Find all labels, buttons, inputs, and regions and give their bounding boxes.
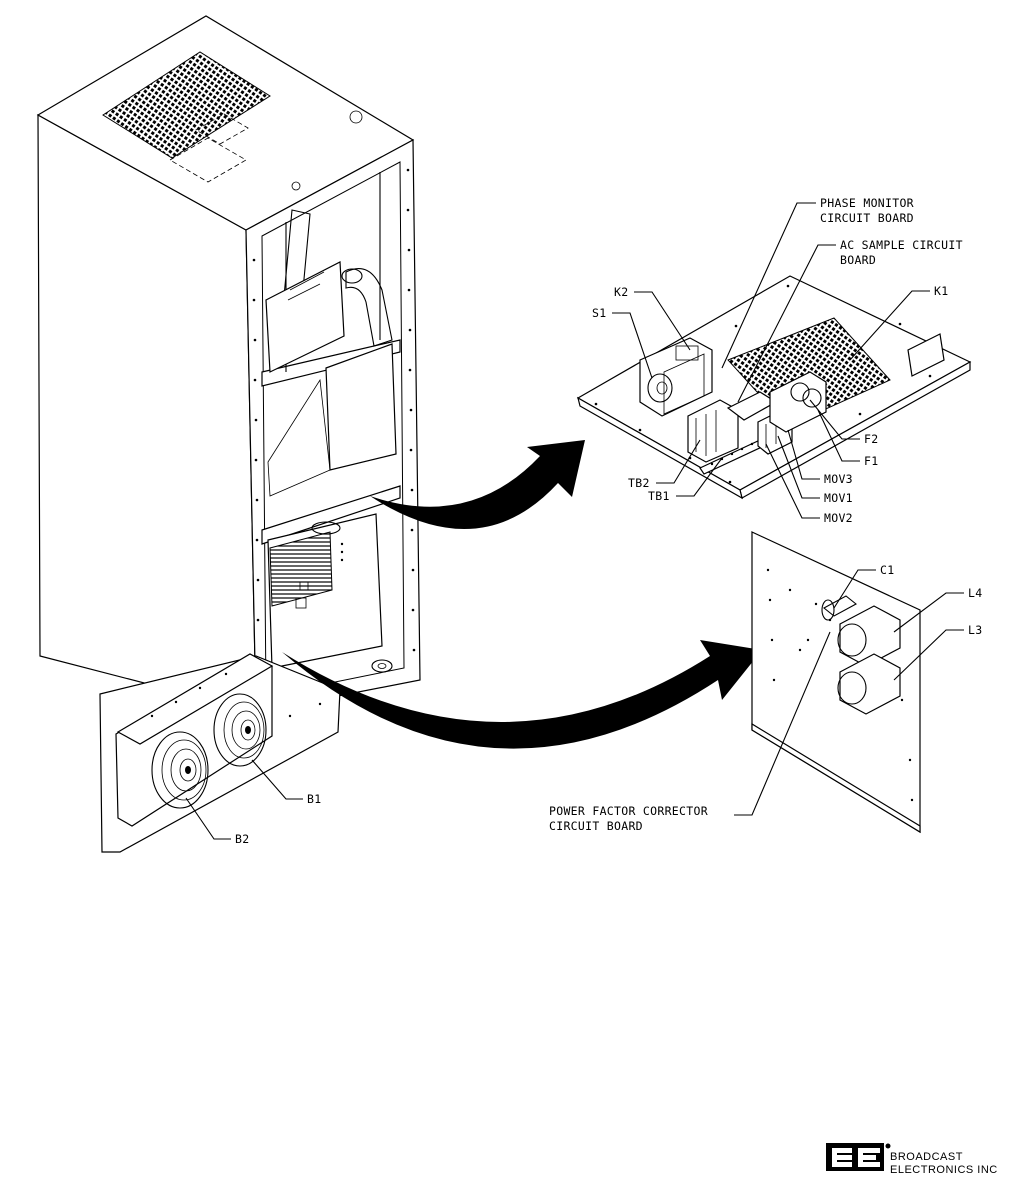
label-pfc-line1: POWER FACTOR CORRECTOR — [549, 804, 708, 818]
label-phase-monitor-line2: CIRCUIT BOARD — [820, 211, 914, 225]
label-l3: L3 — [968, 623, 982, 637]
phase-monitor-chassis-detail — [578, 276, 970, 498]
label-k2: K2 — [614, 285, 628, 299]
pfc-board-detail — [752, 532, 920, 832]
label-ac-sample-line1: AC SAMPLE CIRCUIT — [840, 238, 963, 252]
label-f1: F1 — [864, 454, 878, 468]
label-k1: K1 — [934, 284, 948, 298]
label-f2: F2 — [864, 432, 878, 446]
label-mov2: MOV2 — [824, 511, 853, 525]
label-c1: C1 — [880, 563, 894, 577]
label-b2: B2 — [235, 832, 249, 846]
broadcast-electronics-logo: BROADCAST ELECTRONICS INC — [826, 1143, 998, 1176]
transmitter-cabinet — [38, 16, 420, 712]
label-pfc-line2: CIRCUIT BOARD — [549, 819, 643, 833]
label-ac-sample-line2: BOARD — [840, 253, 876, 267]
label-tb1: TB1 — [648, 489, 670, 503]
label-l4: L4 — [968, 586, 982, 600]
label-mov3: MOV3 — [824, 472, 853, 486]
logo-line2: ELECTRONICS INC — [890, 1164, 998, 1176]
label-tb2: TB2 — [628, 476, 650, 490]
label-s1: S1 — [592, 306, 606, 320]
label-mov1: MOV1 — [824, 491, 853, 505]
label-b1: B1 — [307, 792, 321, 806]
logo-line1: BROADCAST — [890, 1151, 963, 1163]
label-phase-monitor-line1: PHASE MONITOR — [820, 196, 914, 210]
